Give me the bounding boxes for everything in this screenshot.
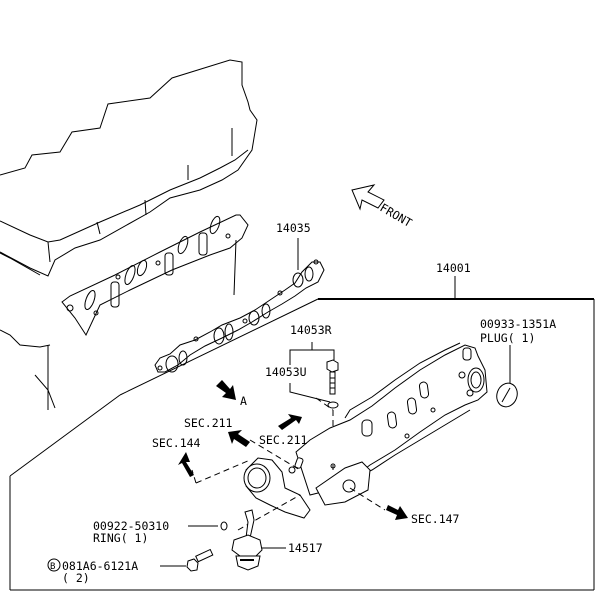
front-direction-indicator: FRONT xyxy=(351,184,415,230)
ring-description: RING( 1) xyxy=(93,531,148,545)
arrow-icon xyxy=(216,380,236,400)
part-label-14001: 14001 xyxy=(436,261,471,275)
sec-211-right-ref[interactable]: SEC.211 xyxy=(259,414,308,447)
plug xyxy=(496,382,518,408)
b-circle-icon xyxy=(47,558,61,572)
intake-manifold xyxy=(243,342,488,519)
sec144-label[interactable]: SEC.144 xyxy=(152,436,201,450)
sec-147-ref[interactable]: SEC.147 xyxy=(386,505,460,526)
plug-description: PLUG( 1) xyxy=(480,331,535,345)
sec147-label[interactable]: SEC.147 xyxy=(411,512,460,526)
part-label-14035: 14035 xyxy=(276,221,311,235)
sec-211-left-ref[interactable]: SEC.211 xyxy=(184,416,250,447)
view-label-A: A xyxy=(240,394,247,408)
part-label-14053R: 14053R xyxy=(290,323,332,337)
arrow-icon xyxy=(178,452,194,477)
part-label-14517: 14517 xyxy=(288,541,323,555)
sec211-left-label[interactable]: SEC.211 xyxy=(184,416,233,430)
flange-bolt xyxy=(186,548,214,572)
bolt-prefix: B xyxy=(50,562,55,572)
bolt-callout: B 081A6-6121A ( 2) xyxy=(47,558,138,585)
intake-gasket xyxy=(154,259,325,373)
bolt-part-number: 081A6-6121A xyxy=(62,559,138,573)
arrow-icon xyxy=(278,414,302,430)
arrow-icon xyxy=(386,505,408,520)
ring-part-number: 00922-50310 xyxy=(93,519,169,533)
actuator-14517 xyxy=(231,509,263,571)
plug-part-number: 00933-1351A xyxy=(480,317,556,331)
arrow-icon xyxy=(228,430,250,447)
bolt-14053R xyxy=(326,359,339,395)
front-arrow-icon xyxy=(351,184,385,211)
sec-144-ref[interactable]: SEC.144 xyxy=(152,436,201,477)
o-ring xyxy=(220,521,228,531)
engine-block xyxy=(0,59,258,410)
sec211-right-label[interactable]: SEC.211 xyxy=(259,433,308,447)
block-ports xyxy=(66,215,231,316)
bolt-quantity: ( 2) xyxy=(62,571,90,585)
manifold-frame xyxy=(9,276,595,591)
front-label: FRONT xyxy=(378,200,415,229)
view-arrow-A: A xyxy=(216,380,247,408)
part-label-14053U: 14053U xyxy=(265,365,307,379)
washer-14053U xyxy=(327,401,339,409)
